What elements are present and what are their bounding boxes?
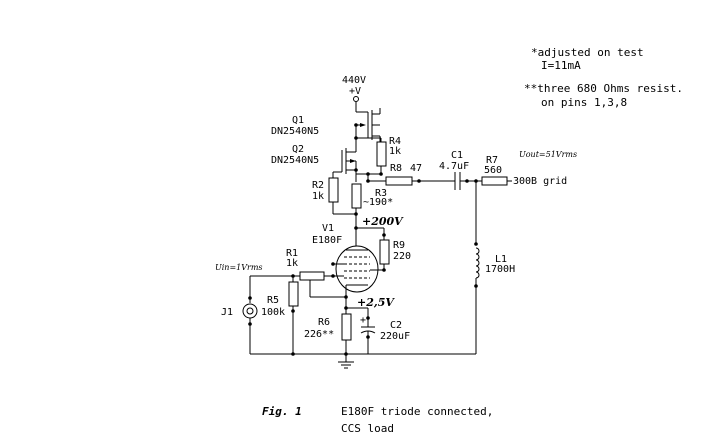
node — [291, 352, 295, 356]
node — [354, 226, 358, 230]
resistor-r2 — [328, 177, 339, 203]
c2-value: 220uF — [380, 331, 410, 342]
r9-ref: R9 — [393, 240, 405, 251]
node — [465, 179, 469, 183]
supply-terminal — [353, 96, 359, 102]
note-current: I=11mA — [541, 59, 581, 72]
v1-part: E180F — [312, 235, 342, 246]
r3-ref: R3 — [375, 188, 387, 199]
r3-value: ~190* — [363, 197, 393, 208]
r5-ref: R5 — [267, 295, 279, 306]
r1-value: 1k — [286, 258, 298, 269]
j1-ref: J1 — [221, 307, 233, 318]
node — [366, 335, 370, 339]
r2-ref: R2 — [312, 180, 324, 191]
c2-plus: + — [360, 315, 366, 326]
node — [331, 274, 335, 278]
v1-ref: V1 — [322, 223, 334, 234]
mosfet-q2 — [333, 148, 356, 174]
resistor-r1 — [299, 271, 325, 281]
r8-value: 47 — [410, 163, 422, 174]
node — [366, 316, 370, 320]
cathode-voltage: +2,5V — [357, 296, 395, 309]
l1-ref: L1 — [495, 254, 507, 265]
caption-line-1: E180F triode connected, — [341, 405, 493, 418]
c1-ref: C1 — [451, 150, 463, 161]
r6-value: 226** — [304, 329, 334, 340]
node — [291, 309, 295, 313]
r8-ref: R8 — [390, 163, 402, 174]
resistor-r7 — [481, 176, 508, 186]
q1-part: DN2540N5 — [271, 126, 319, 137]
jack-j1-center — [246, 307, 254, 315]
note-three-resistors: **three 680 Ohms resist. — [524, 82, 683, 95]
node — [379, 172, 383, 176]
supply-symbol: +V — [349, 86, 361, 97]
note-adjusted: *adjusted on test — [531, 46, 644, 59]
inductor-l1 — [475, 247, 480, 279]
node — [474, 242, 478, 246]
tube-v1 — [335, 245, 379, 294]
ground-symbol — [338, 361, 354, 369]
resistor-r6 — [341, 313, 352, 341]
q2-part: DN2540N5 — [271, 155, 319, 166]
r1-ref: R1 — [286, 248, 298, 259]
node — [248, 296, 252, 300]
resistor-r5 — [288, 281, 299, 307]
r2-value: 1k — [312, 191, 324, 202]
load-label: 300B grid — [513, 176, 567, 187]
caption-line-2: CCS load — [341, 422, 394, 435]
l1-value: 1700H — [485, 264, 515, 275]
node — [417, 179, 421, 183]
resistor-r8 — [385, 176, 413, 186]
resistor-r9 — [379, 239, 390, 265]
r7-value: 560 — [484, 165, 502, 176]
r4-ref: R4 — [389, 136, 401, 147]
figure-number: Fig. 1 — [262, 405, 302, 418]
node — [354, 212, 358, 216]
node — [474, 284, 478, 288]
vin-label: Uin=1Vrms — [215, 263, 263, 272]
c2-ref: C2 — [390, 320, 402, 331]
resistor-r4 — [376, 141, 387, 167]
resistor-r3 — [351, 183, 362, 209]
r6-ref: R6 — [318, 317, 330, 328]
c1-value: 4.7uF — [439, 161, 469, 172]
r9-value: 220 — [393, 251, 411, 262]
plate-voltage: +200V — [362, 215, 404, 228]
r5-value: 100k — [261, 307, 285, 318]
r4-value: 1k — [389, 146, 401, 157]
node — [354, 168, 358, 172]
supply-voltage: 440V — [342, 75, 366, 86]
vout-label: Uout=51Vrms — [519, 150, 577, 159]
r7-ref: R7 — [486, 155, 498, 166]
q2-ref: Q2 — [292, 144, 304, 155]
note-pins: on pins 1,3,8 — [541, 96, 627, 109]
q1-ref: Q1 — [292, 115, 304, 126]
node — [344, 306, 348, 310]
